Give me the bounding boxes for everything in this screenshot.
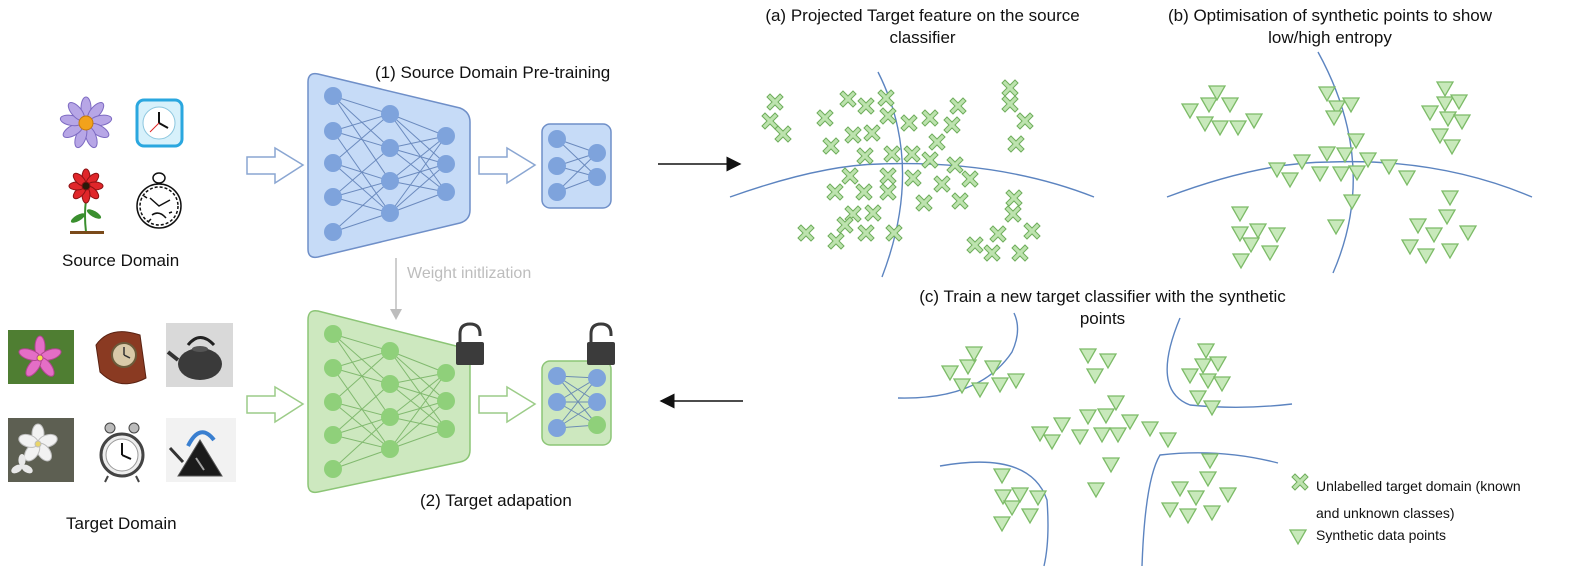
target-network-nodes [324,325,455,478]
panel-a-title: (a) Projected Target feature on the sour… [765,6,1080,47]
panel-c-title: (c) Train a new target classifier with t… [919,287,1286,328]
source-output-arrow [478,146,537,185]
legend-synthetic-label: Synthetic data points [1316,527,1446,543]
panel-c-synthetic-points [941,343,1237,532]
unlock-icon [587,322,615,365]
source-flower-purple-image [59,96,113,149]
source-pocket-watch-sketch-image [136,172,182,229]
unlock-icon [456,322,484,365]
target-classifier-nodes [548,367,606,437]
source-network-nodes [324,87,455,241]
source-domain-label: Source Domain [62,251,180,270]
source-classifier-nodes [548,130,606,201]
target-adaptation-label: (2) Target adapation [420,491,572,510]
panel-b-synthetic-points [1181,81,1477,269]
target-network-edges [332,333,447,470]
weight-init-arrow [390,258,402,320]
source-clock-image [135,98,184,148]
legend-unlabelled-label: Unlabelled target domain (known and unkn… [1316,478,1521,521]
weight-init-label: Weight initlization [407,265,532,282]
target-input-arrow [246,385,305,424]
target-domain-label: Target Domain [66,514,177,533]
panel-b-title: (b) Optimisation of synthetic points to … [1167,6,1493,47]
target-output-arrow [478,385,537,424]
panel-b-boundaries [1166,51,1533,274]
target-kettle-photo [166,418,236,482]
target-alarm-clock-photo [99,422,145,483]
target-teapot-photo [166,323,233,387]
pretraining-label: (1) Source Domain Pre-training [375,63,611,82]
source-network-edges [332,95,447,233]
source-input-arrow [246,146,305,185]
panel-c-boundaries [897,312,1293,567]
source-flower-red-image [68,168,104,234]
legend-cross-marker [1291,473,1309,491]
legend-triangle-marker [1289,529,1307,545]
target-leather-clock-photo [95,331,147,385]
target-flower-photo [8,330,74,384]
target-white-flower-photo [8,418,74,482]
